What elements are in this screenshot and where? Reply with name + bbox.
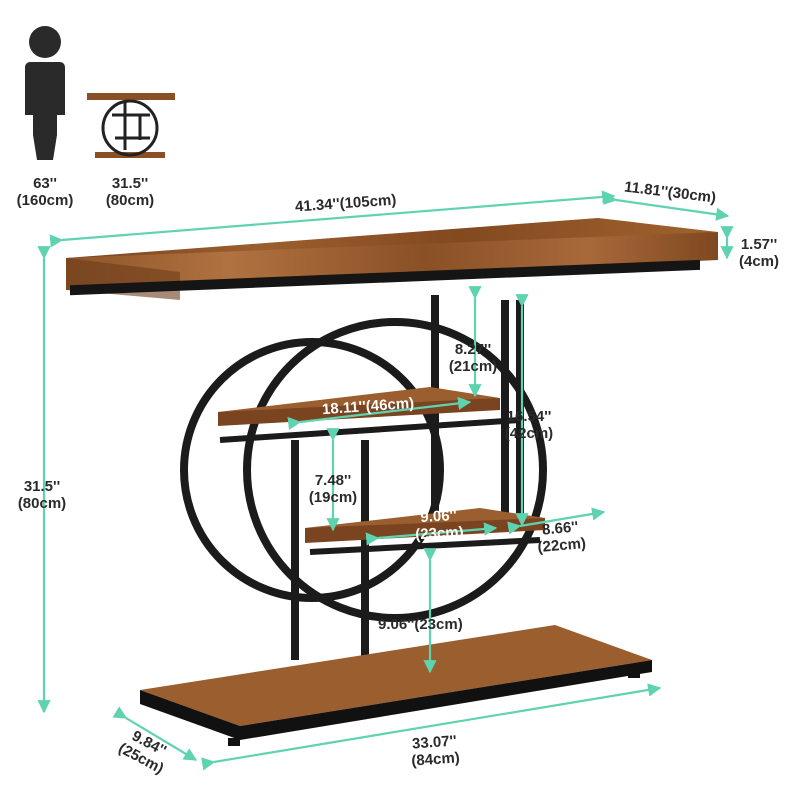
dimension-lines — [37, 190, 734, 771]
middle-gap-in: 7.48'' — [314, 472, 352, 489]
inner-height-in: 16.54'' — [506, 408, 552, 425]
bottom-gap-label: 9.06''(23cm) — [378, 616, 463, 633]
table-ref-height-in: 31.5'' — [111, 175, 149, 192]
table-ref-height-label: 31.5'' (80cm) — [98, 175, 162, 209]
upper-gap-cm: (21cm) — [448, 358, 498, 375]
tabletop — [66, 218, 718, 300]
upper-gap-in: 8.27'' — [454, 341, 492, 358]
table-side-view-icon — [87, 93, 175, 158]
person-height-in: 63'' — [33, 175, 57, 192]
lower-shelf-depth-label: 8.66'' (22cm) — [527, 517, 596, 557]
total-height-label: 31.5'' (80cm) — [2, 478, 82, 512]
person-height-cm: (160cm) — [16, 192, 74, 209]
top-thickness-label: 1.57'' (4cm) — [734, 236, 784, 270]
base-width-label: 33.07'' (84cm) — [399, 732, 471, 771]
top-thickness-in: 1.57'' — [740, 236, 778, 253]
inner-height-cm: (42cm) — [504, 425, 554, 442]
table-ref-height-cm: (80cm) — [105, 192, 155, 209]
total-height-cm: (80cm) — [17, 495, 67, 512]
lower-shelf-width-label: 9.06'' (23cm) — [401, 506, 477, 544]
middle-gap-label: 7.48'' (19cm) — [302, 472, 364, 506]
person-height-label: 63'' (160cm) — [14, 175, 76, 209]
person-silhouette-icon — [25, 26, 65, 160]
upper-gap-label: 8.27'' (21cm) — [440, 341, 506, 375]
middle-gap-cm: (19cm) — [308, 489, 358, 506]
inner-height-label: 16.54'' (42cm) — [496, 408, 562, 442]
total-height-in: 31.5'' — [23, 478, 61, 495]
metal-frame — [180, 295, 547, 680]
top-thickness-cm: (4cm) — [738, 253, 779, 270]
base-platform — [140, 625, 652, 746]
